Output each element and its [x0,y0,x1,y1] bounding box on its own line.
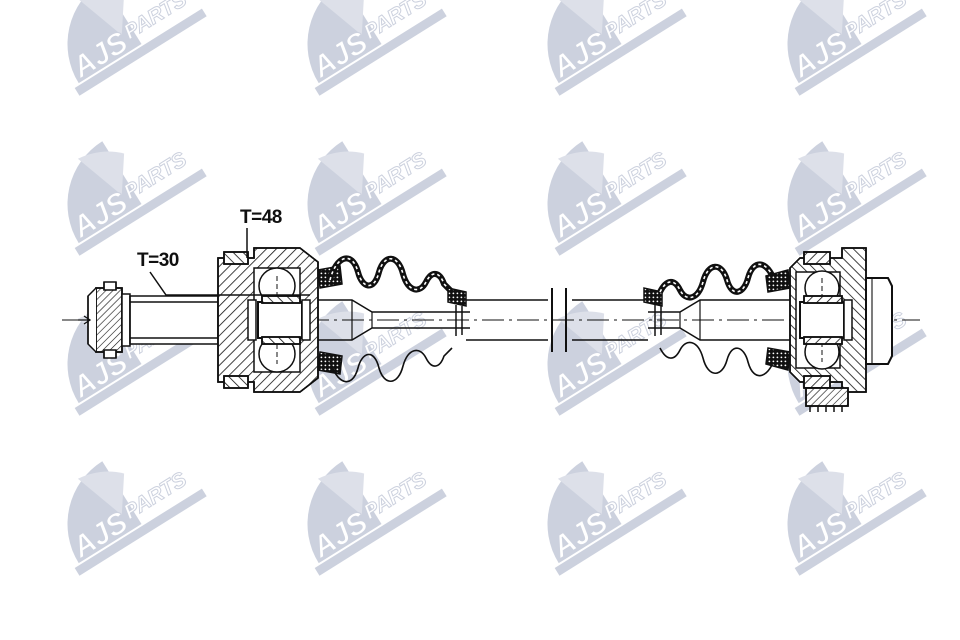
leader-line-t30 [149,271,310,296]
break-line [551,288,567,352]
dimension-label-t48: T=48 [240,207,282,228]
dimension-label-t30: T=30 [137,250,179,271]
intermediate-shaft [466,288,648,352]
inner-stub-shaft [121,293,219,347]
right-shaft-transition [648,299,790,341]
inner-cv-joint-housing [217,247,319,393]
outer-flange-cap [865,277,893,365]
annotation-layer [149,228,310,296]
outer-spline-stack [805,387,849,412]
left-bellows-boot [317,255,467,383]
inner-splined-tip [78,281,123,359]
outer-cv-joint-housing [789,247,867,393]
right-bellows-boot [643,261,791,377]
left-shaft-transition [318,299,470,341]
